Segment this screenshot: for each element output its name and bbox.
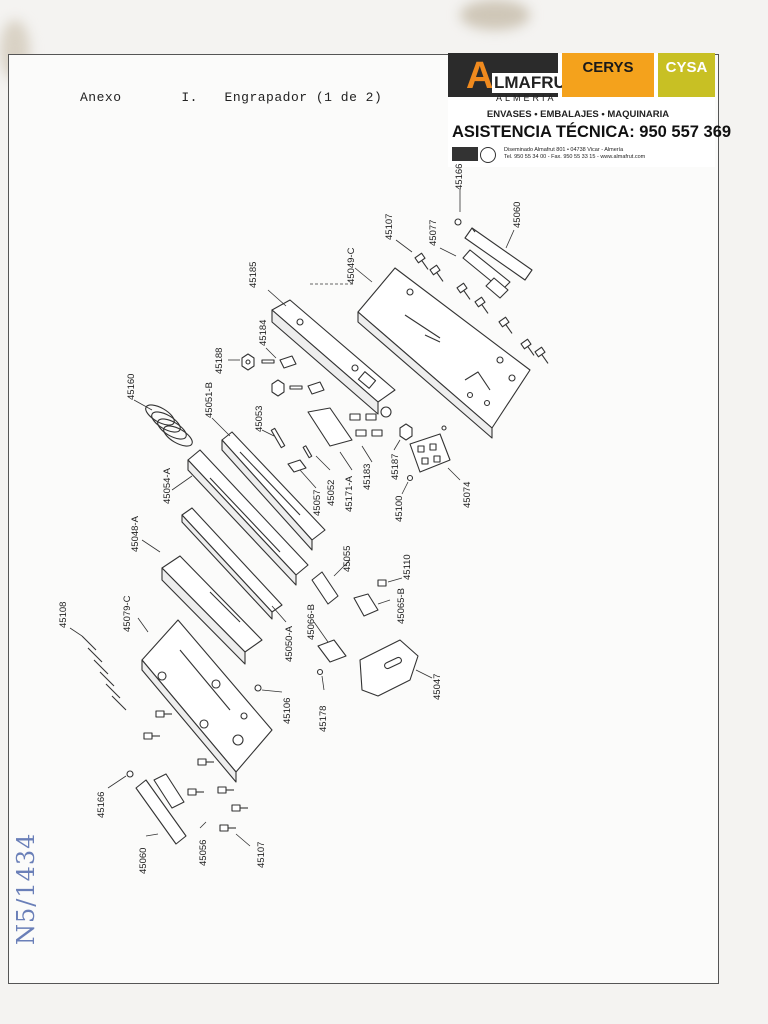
company-address: Diseminado Almafrut 801 • 04738 Vicar - … xyxy=(504,147,645,161)
annex-roman: I. xyxy=(181,90,198,105)
logo-letter-a: A xyxy=(466,55,494,97)
logo-services: ENVASES • EMBALAJES • MAQUINARIA xyxy=(486,109,670,120)
page-title: Engrapador (1 de 2) xyxy=(224,90,383,105)
pin-45166-bottom xyxy=(126,770,134,778)
lower-screws xyxy=(143,710,248,832)
slider-45051b xyxy=(221,431,326,551)
label-45079c: 45079-C xyxy=(122,595,133,632)
label-45178: 45178 xyxy=(318,706,329,732)
label-45077: 45077 xyxy=(428,220,439,246)
address-line-1: Diseminado Almafrut 801 • 04738 Vicar - … xyxy=(504,147,624,153)
label-45187: 45187 xyxy=(390,454,401,480)
label-45055: 45055 xyxy=(342,546,353,572)
label-45171a: 45171-A xyxy=(344,475,355,512)
rail-45185 xyxy=(271,299,396,415)
spring-45160 xyxy=(145,404,193,447)
label-45053: 45053 xyxy=(254,406,265,432)
top-screws xyxy=(414,252,549,364)
plate-45079c xyxy=(141,619,273,783)
plate-45054a xyxy=(187,449,309,586)
small-parts-45053 xyxy=(270,406,413,473)
label-45107-bottom: 45107 xyxy=(256,842,267,868)
seal-icon xyxy=(480,147,496,163)
handwritten-note: N5/1434 xyxy=(12,832,40,945)
label-45166-bottom: 45166 xyxy=(96,792,107,818)
label-45188: 45188 xyxy=(214,348,225,374)
part-labels: 45185 45049-C 45107 45077 45166 45060 45… xyxy=(58,164,523,874)
label-45106: 45106 xyxy=(282,698,293,724)
bar-45060-top xyxy=(464,227,533,281)
label-45108: 45108 xyxy=(58,602,69,628)
assistance-phone: ASISTENCIA TÉCNICA: 950 557 369 xyxy=(452,123,732,141)
label-45107-top: 45107 xyxy=(384,214,395,240)
label-45057: 45057 xyxy=(312,490,323,516)
pin-45100 xyxy=(406,474,414,482)
label-45051b: 45051-B xyxy=(204,382,215,418)
almafrut-logo: A LMAFRUT ALMERIA CERYS CYSA ENVASES • E… xyxy=(448,53,731,167)
block-45050a xyxy=(161,555,263,665)
label-45110: 45110 xyxy=(402,554,413,580)
label-45160: 45160 xyxy=(126,374,137,400)
label-45065b: 45065-B xyxy=(396,588,407,624)
pins-45108 xyxy=(81,635,127,711)
label-45060-bottom: 45060 xyxy=(138,848,149,874)
label-45054a: 45054-A xyxy=(162,467,173,504)
certification-badge-icon xyxy=(452,147,478,161)
label-45066b: 45066-B xyxy=(306,604,317,640)
pin-45166-top xyxy=(454,218,462,226)
label-45060-top: 45060 xyxy=(512,202,523,228)
small-parts-45055 xyxy=(311,571,387,663)
label-45166-top: 45166 xyxy=(454,164,465,190)
bracket-45077 xyxy=(462,249,511,299)
logo-brand-city: ALMERIA xyxy=(496,93,557,103)
page-header: Anexo I. Engrapador (1 de 2) xyxy=(80,90,392,105)
label-45184: 45184 xyxy=(258,320,269,346)
label-45050a: 45050-A xyxy=(284,625,295,662)
pin-45106 xyxy=(254,684,262,692)
logo-brand-name: LMAFRUT xyxy=(492,73,579,93)
label-45074: 45074 xyxy=(462,482,473,508)
pin-45178 xyxy=(316,668,324,676)
label-45049c: 45049-C xyxy=(346,247,357,284)
logo-cerys: CERYS xyxy=(562,53,654,97)
bracket-45074 xyxy=(409,425,451,473)
label-45185: 45185 xyxy=(248,262,259,288)
page-frame xyxy=(8,54,719,984)
leader-lines xyxy=(69,190,515,847)
stain-top xyxy=(460,0,530,30)
logo-cysa: CYSA xyxy=(658,53,715,97)
label-45100: 45100 xyxy=(394,496,405,522)
address-line-2: Tel. 950 55 34 00 - Fax. 950 55 33 15 - … xyxy=(504,154,646,160)
annex-label: Anexo xyxy=(80,90,122,105)
label-45052: 45052 xyxy=(326,480,337,506)
plate-45049c xyxy=(357,267,531,439)
label-45183: 45183 xyxy=(362,464,373,490)
strip-45048a xyxy=(181,507,283,620)
label-45056: 45056 xyxy=(198,840,209,866)
label-45047: 45047 xyxy=(432,674,443,700)
bracket-45047 xyxy=(359,639,419,697)
bar-45060-bottom xyxy=(135,773,187,845)
small-parts-45188 xyxy=(241,353,325,397)
label-45048a: 45048-A xyxy=(130,515,141,552)
